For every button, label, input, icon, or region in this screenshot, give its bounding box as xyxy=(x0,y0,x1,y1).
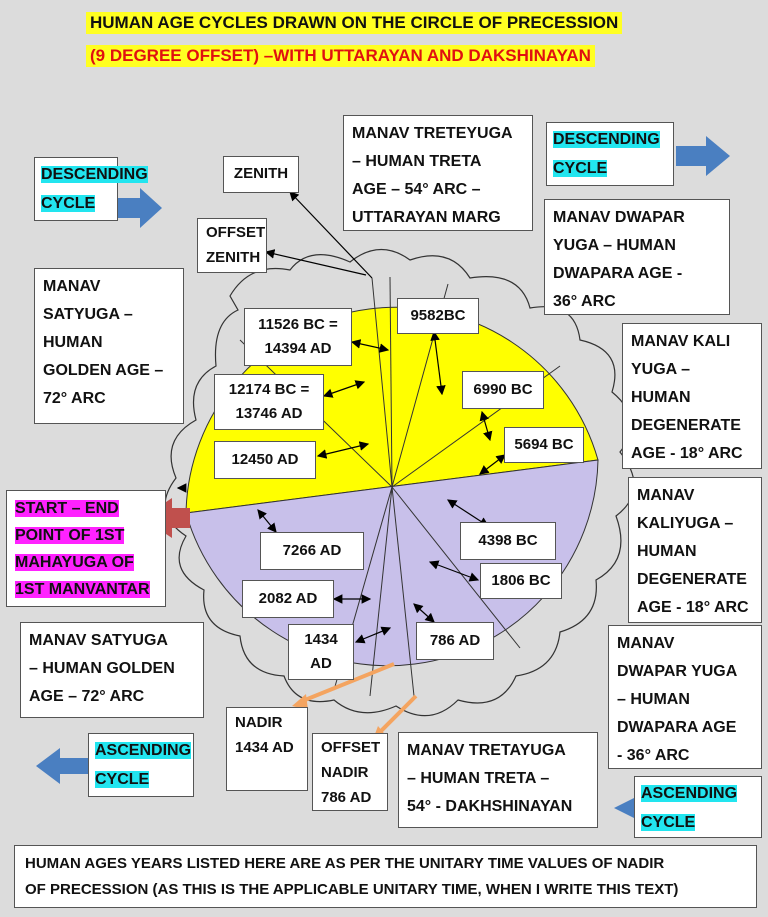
kali-upper-box: MANAV KALI YUGA – HUMAN DEGENERATE AGE -… xyxy=(622,323,762,469)
dwapar-upper-box: MANAV DWAPAR YUGA – HUMAN DWAPARA AGE - … xyxy=(544,199,730,315)
descending-cycle-right: DESCENDING CYCLE xyxy=(546,122,674,186)
satyuga-lower-box: MANAV SATYUGA – HUMAN GOLDEN AGE – 72° A… xyxy=(20,622,204,718)
date-12450ad: 12450 AD xyxy=(214,441,316,479)
footnote: HUMAN AGES YEARS LISTED HERE ARE AS PER … xyxy=(14,845,757,908)
date-7266ad: 7266 AD xyxy=(260,532,364,570)
dwapar-lower-box: MANAV DWAPAR YUGA – HUMAN DWAPARA AGE - … xyxy=(608,625,762,769)
date-786ad: 786 AD xyxy=(416,622,494,660)
date-1434ad: 1434 AD xyxy=(288,624,354,680)
date-6990bc: 6990 BC xyxy=(462,371,544,409)
satyuga-upper-box: MANAV SATYUGA – HUMAN GOLDEN AGE – 72° A… xyxy=(34,268,184,424)
date-1806bc: 1806 BC xyxy=(480,563,562,599)
kali-lower-box: MANAV KALIYUGA – HUMAN DEGENERATE AGE - … xyxy=(628,477,762,623)
scalloped-outline xyxy=(164,248,635,717)
date-12174bc: 12174 BC = 13746 AD xyxy=(214,374,324,430)
ascending-left-arrow xyxy=(36,748,88,784)
start-end-arrow xyxy=(142,498,190,538)
nadir-arrowhead xyxy=(292,694,308,710)
treta-upper-box: MANAV TRETEYUGA – HUMAN TRETA AGE – 54° … xyxy=(343,115,533,231)
offset-nadir-label: OFFSET NADIR 786 AD xyxy=(312,733,388,811)
ascending-cycle-left: ASCENDING CYCLE xyxy=(88,733,194,797)
offset-zenith-label: OFFSET ZENITH xyxy=(197,218,267,273)
date-5694bc: 5694 BC xyxy=(504,427,584,463)
date-4398bc: 4398 BC xyxy=(460,522,556,560)
ascending-right-arrow xyxy=(614,798,634,818)
descending-left-arrow xyxy=(108,188,162,228)
title-line-2: (9 DEGREE OFFSET) –WITH UTTARAYAN AND DA… xyxy=(86,45,595,67)
title-line-1: HUMAN AGE CYCLES DRAWN ON THE CIRCLE OF … xyxy=(86,12,623,34)
date-9582bc: 9582BC xyxy=(397,298,479,334)
zenith-label: ZENITH xyxy=(223,156,299,193)
date-11526bc: 11526 BC = 14394 AD xyxy=(244,308,352,366)
date-2082ad: 2082 AD xyxy=(242,580,334,618)
descending-cycle-left: DESCENDING CYCLE xyxy=(34,157,148,221)
descending-right-arrow xyxy=(676,136,730,176)
nadir-label: NADIR 1434 AD xyxy=(226,707,308,791)
ascending-cycle-right: ASCENDING CYCLE xyxy=(634,776,762,838)
start-end-box: START – END POINT OF 1ST MAHAYUGA OF 1ST… xyxy=(6,490,166,607)
treta-lower-box: MANAV TRETAYUGA – HUMAN TRETA – 54° - DA… xyxy=(398,732,598,828)
